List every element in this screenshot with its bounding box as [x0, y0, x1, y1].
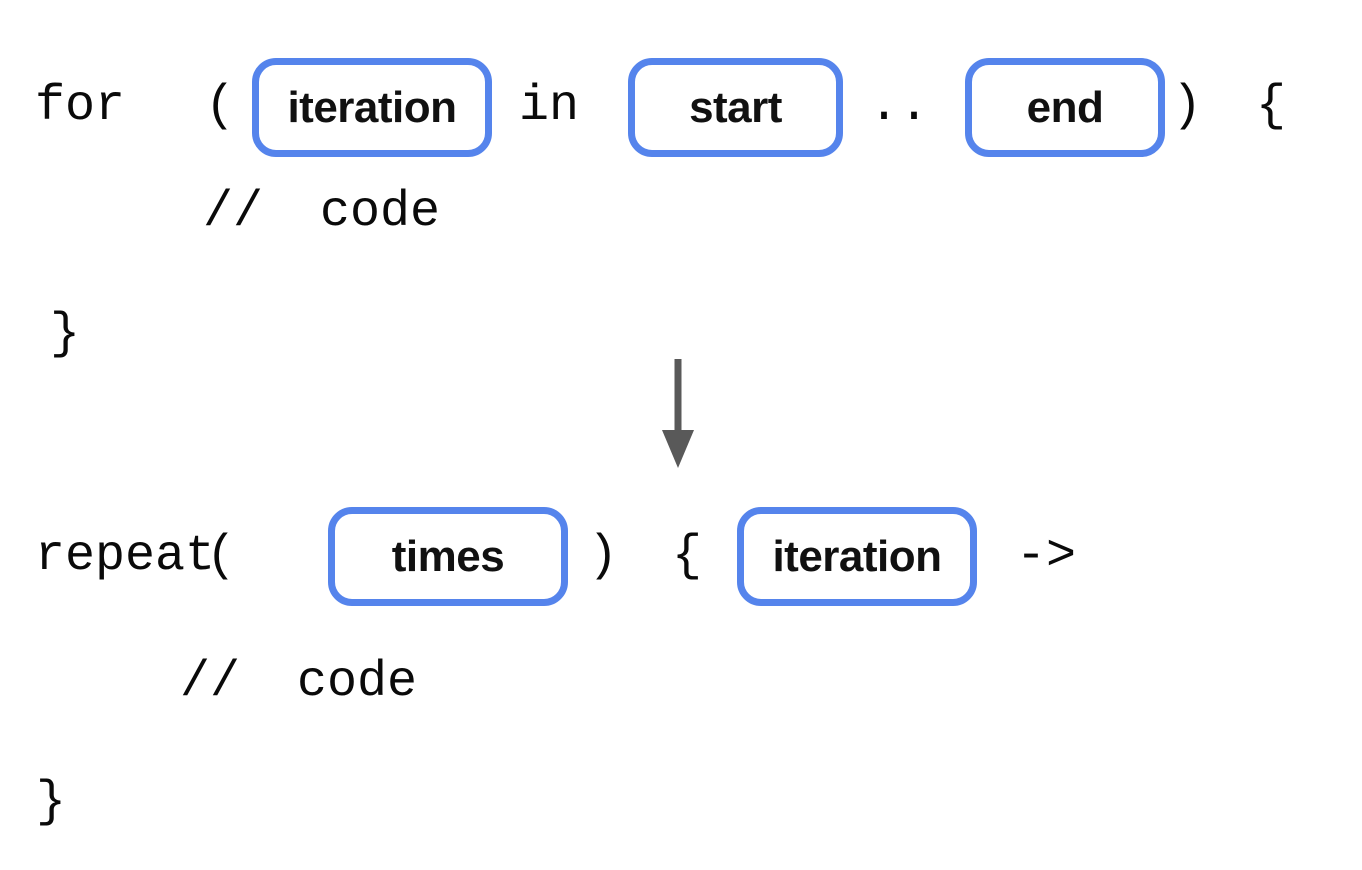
range-operator: ..: [869, 78, 930, 135]
repeat-open-paren: (: [206, 528, 237, 585]
lambda-iteration-slot-label: iteration: [772, 531, 942, 581]
times-slot-label: times: [391, 531, 505, 581]
times-slot: times: [328, 507, 568, 606]
open-brace: {: [1256, 78, 1287, 135]
close-paren: ): [1172, 78, 1203, 135]
in-keyword: in: [519, 78, 580, 135]
iteration-slot: iteration: [252, 58, 492, 157]
lambda-iteration-slot: iteration: [737, 507, 977, 606]
repeat-keyword: repeat: [35, 528, 216, 585]
for-keyword: for: [35, 78, 126, 135]
down-arrow-icon: [658, 356, 698, 470]
after-body-comment: // code: [180, 654, 418, 711]
end-slot-label: end: [1026, 82, 1104, 132]
iteration-slot-label: iteration: [287, 82, 457, 132]
repeat-close-paren: ): [588, 528, 619, 585]
before-close-brace: }: [50, 306, 81, 363]
after-close-brace: }: [36, 774, 67, 831]
end-slot: end: [965, 58, 1165, 157]
before-body-comment: // code: [203, 184, 441, 241]
repeat-open-brace: {: [672, 528, 703, 585]
start-slot: start: [628, 58, 843, 157]
lambda-arrow-operator: ->: [1016, 528, 1077, 585]
start-slot-label: start: [689, 82, 782, 132]
open-paren: (: [205, 78, 236, 135]
